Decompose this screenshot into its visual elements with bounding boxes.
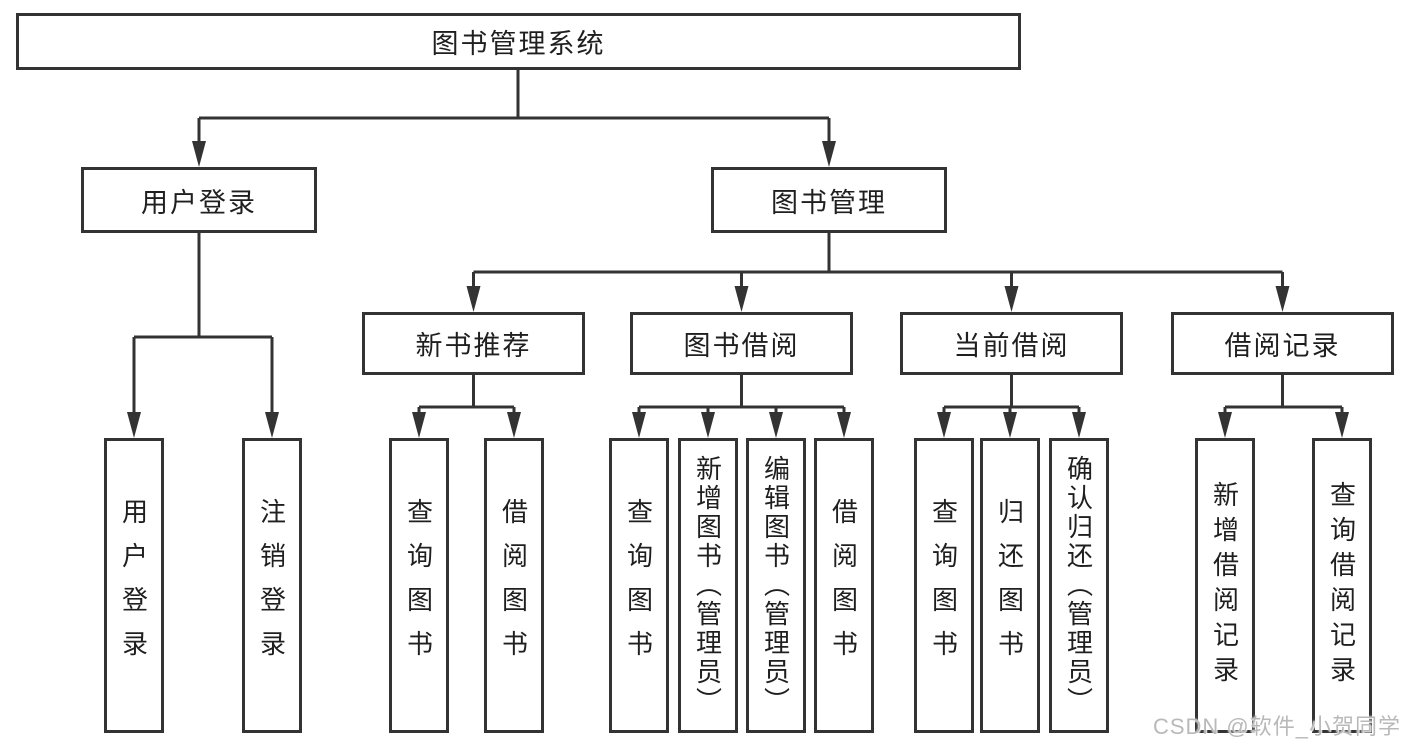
node-book-borrow: 图书借阅 [630, 312, 853, 375]
node-leaf-edit-books-admin: 编辑图书（管理员） [746, 438, 806, 733]
node-label: 查询图书 [623, 497, 654, 674]
node-label: 图书借阅 [683, 331, 800, 361]
node-label: 归还图书 [994, 497, 1025, 674]
node-label: 当前借阅 [953, 331, 1070, 361]
node-borrow-records: 借阅记录 [1171, 312, 1394, 375]
node-leaf-user-login: 用户登录 [104, 438, 164, 733]
node-leaf-query-books-recommend: 查询图书 [389, 438, 449, 733]
node-label: 新书推荐 [415, 331, 532, 361]
node-leaf-query-books-current: 查询图书 [914, 438, 974, 733]
node-label: 编辑图书（管理员） [760, 455, 791, 716]
node-leaf-borrow-books-recommend: 借阅图书 [484, 438, 544, 733]
node-leaf-add-books-admin: 新增图书（管理员） [678, 438, 738, 733]
edge-current-to-children [942, 375, 1081, 414]
edge-bookmgmt-to-level3 [472, 233, 1284, 288]
watermark-text: CSDN @软件_小贺同学 [1152, 714, 1401, 739]
node-leaf-query-borrow-record: 查询借阅记录 [1312, 438, 1372, 733]
node-label: 图书管理系统 [431, 29, 606, 59]
node-label: 借阅图书 [498, 497, 529, 674]
node-leaf-confirm-return-admin: 确认归还（管理员） [1049, 438, 1109, 733]
node-leaf-add-borrow-record: 新增借阅记录 [1195, 438, 1255, 733]
node-label: 用户登录 [118, 497, 149, 674]
node-label: 查询图书 [403, 497, 434, 674]
node-label: 注销登录 [256, 497, 287, 674]
node-label: 用户登录 [141, 187, 257, 218]
node-label: 新增图书（管理员） [692, 455, 723, 716]
node-new-book-recommend: 新书推荐 [362, 312, 585, 375]
node-leaf-return-books: 归还图书 [980, 438, 1040, 733]
node-current-borrow: 当前借阅 [900, 312, 1123, 375]
node-label: 借阅图书 [828, 497, 859, 674]
node-leaf-query-books-borrow: 查询图书 [609, 438, 669, 733]
node-label: 新增借阅记录 [1209, 480, 1240, 691]
node-label: 图书管理 [771, 187, 887, 218]
node-user-login: 用户登录 [81, 167, 317, 233]
node-label: 查询借阅记录 [1326, 480, 1357, 691]
edge-login-to-children [132, 233, 274, 414]
node-leaf-borrow-books: 借阅图书 [814, 438, 874, 733]
edge-records-to-children [1223, 375, 1344, 414]
edge-borrow-to-children [637, 375, 846, 414]
edge-newbook-to-children [417, 375, 516, 414]
node-book-management: 图书管理 [711, 167, 947, 233]
arrowheads [127, 141, 1349, 438]
node-leaf-logout: 注销登录 [242, 438, 302, 733]
node-label: 查询图书 [928, 497, 959, 674]
node-label: 确认归还（管理员） [1063, 455, 1094, 716]
node-system-root: 图书管理系统 [16, 13, 1021, 70]
edge-root-to-level2 [197, 70, 831, 143]
node-label: 借阅记录 [1224, 331, 1341, 361]
